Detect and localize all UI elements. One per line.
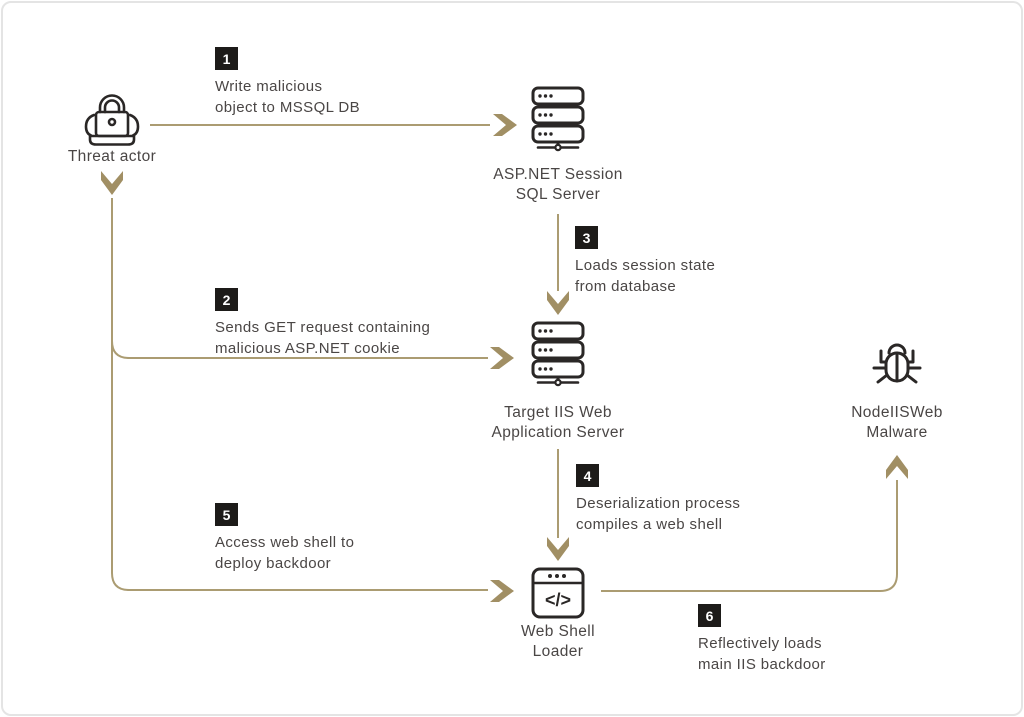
step-4-text: Deserialization process compiles a web s… (576, 494, 740, 535)
step-2-badge: 2 (215, 288, 238, 311)
iis-server-label: Target IIS Web Application Server (458, 403, 658, 443)
sql-server-label-line1: ASP.NET Session (493, 166, 623, 183)
browser-code-icon: </> (531, 567, 585, 619)
bug-icon (872, 343, 922, 384)
malware-label: NodeIISWeb Malware (817, 403, 977, 443)
step-2-line2: malicious ASP.NET cookie (215, 339, 400, 357)
step-2: 2 Sends GET request containing malicious… (215, 288, 430, 359)
step-1: 1 Write malicious object to MSSQL DB (215, 47, 360, 118)
step-3-line1: Loads session state (575, 257, 716, 274)
web-shell-loader-label: Web Shell Loader (488, 622, 628, 662)
step-6: 6 Reflectively loads main IIS backdoor (698, 604, 826, 675)
step-1-line2: object to MSSQL DB (215, 98, 361, 116)
step-5-badge: 5 (215, 503, 238, 526)
malware-label-line2: Malware (866, 424, 928, 441)
iis-server-label-line1: Target IIS Web (504, 404, 612, 421)
step-3-line2: from database (575, 277, 677, 295)
threat-actor-label: Threat actor (42, 147, 182, 167)
threat-actor-label-text: Threat actor (67, 148, 157, 165)
sql-server-label-line2: SQL Server (515, 186, 601, 203)
step-6-line1: Reflectively loads (698, 635, 822, 652)
step-1-line1: Write malicious (215, 78, 323, 95)
step-4-badge: 4 (576, 464, 599, 487)
sql-server-label: ASP.NET Session SQL Server (468, 165, 648, 205)
server-stack-icon (531, 321, 585, 387)
step-6-line2: main IIS backdoor (698, 655, 826, 673)
step-6-badge: 6 (698, 604, 721, 627)
step-6-text: Reflectively loads main IIS backdoor (698, 634, 826, 675)
step-5-line2: deploy backdoor (215, 554, 332, 572)
step-3-text: Loads session state from database (575, 256, 715, 297)
server-stack-icon (531, 86, 585, 152)
step-5-line1: Access web shell to (215, 534, 355, 551)
step-4-line1: Deserialization process (576, 495, 741, 512)
web-shell-loader-label-line1: Web Shell (521, 623, 595, 640)
step-1-badge: 1 (215, 47, 238, 70)
step-2-line1: Sends GET request containing (215, 319, 431, 336)
step-1-text: Write malicious object to MSSQL DB (215, 77, 360, 118)
step-5-text: Access web shell to deploy backdoor (215, 533, 354, 574)
code-glyph: </> (545, 590, 571, 610)
step-5: 5 Access web shell to deploy backdoor (215, 503, 354, 574)
malware-label-line1: NodeIISWeb (851, 404, 943, 421)
step-3: 3 Loads session state from database (575, 226, 715, 297)
step-3-badge: 3 (575, 226, 598, 249)
iis-server-label-line2: Application Server (491, 424, 625, 441)
step-4: 4 Deserialization process compiles a web… (576, 464, 740, 535)
step-2-text: Sends GET request containing malicious A… (215, 318, 430, 359)
threat-actor-icon (84, 94, 140, 146)
web-shell-loader-label-line2: Loader (532, 643, 584, 660)
step-4-line2: compiles a web shell (576, 515, 723, 533)
